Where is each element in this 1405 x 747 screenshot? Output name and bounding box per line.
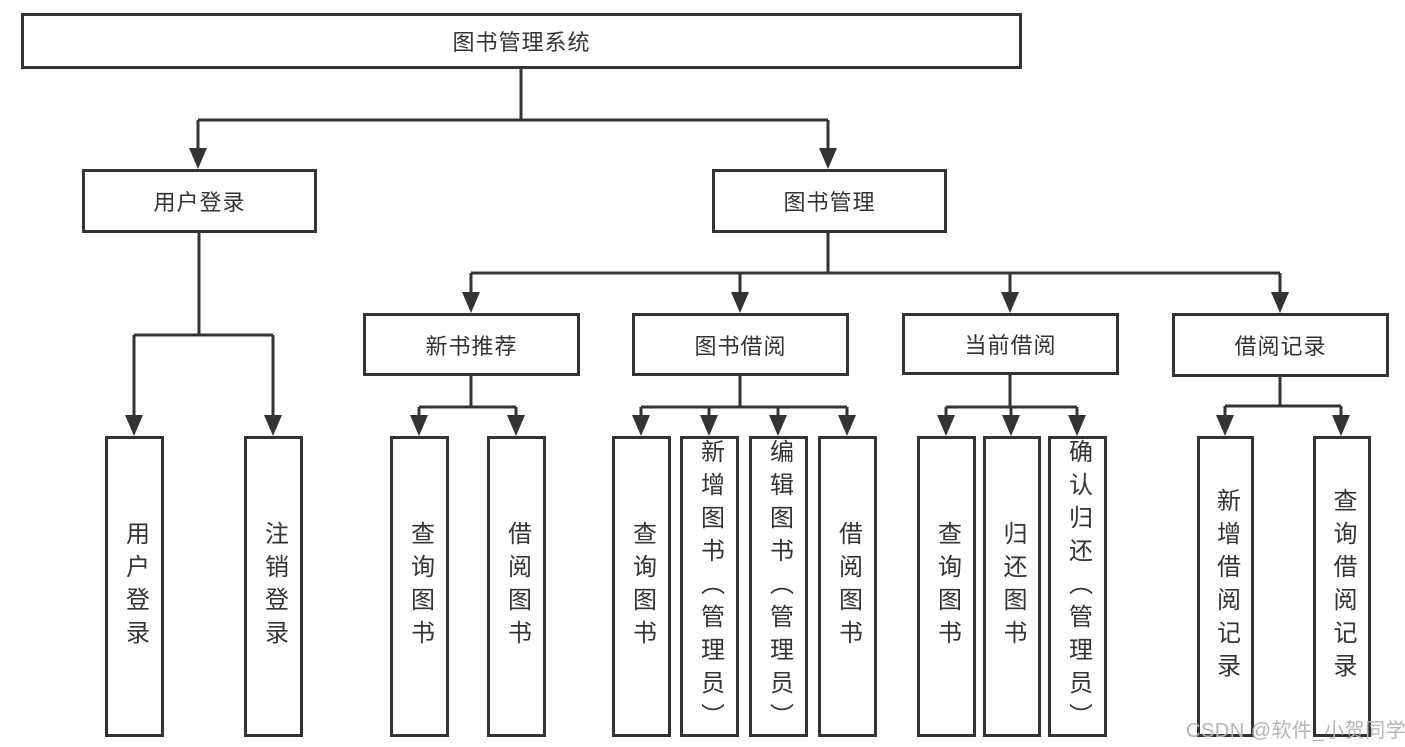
node-book-management: 图书管理 (712, 169, 947, 233)
leaf-user-login: 用户登录 (105, 436, 164, 737)
leaf-current-confirm-return-admin: 确认归还（管理员） (1048, 436, 1107, 737)
leaf-borrow-add-books-admin: 新增图书（管理员） (680, 436, 739, 737)
leaf-record-query: 查询借阅记录 (1313, 436, 1371, 737)
leaf-borrow-query-books: 查询图书 (612, 436, 671, 737)
node-root-system: 图书管理系统 (21, 13, 1022, 69)
node-borrow-records: 借阅记录 (1172, 313, 1389, 377)
leaf-borrow-edit-books-admin: 编辑图书（管理员） (749, 436, 808, 737)
node-user-login-branch: 用户登录 (82, 169, 317, 233)
leaf-record-add: 新增借阅记录 (1197, 436, 1254, 737)
node-current-borrowing: 当前借阅 (902, 313, 1119, 375)
leaf-logout: 注销登录 (244, 436, 303, 737)
leaf-new-query-books: 查询图书 (390, 436, 449, 737)
leaf-current-query-books: 查询图书 (917, 436, 976, 737)
csdn-watermark: CSDN @软件_小贺同学 (1186, 720, 1405, 742)
node-book-borrowing: 图书借阅 (632, 313, 849, 376)
leaf-current-return-books: 归还图书 (983, 436, 1041, 737)
leaf-borrow-borrow-books: 借阅图书 (818, 436, 877, 737)
leaf-new-borrow-books: 借阅图书 (487, 436, 546, 737)
node-new-book-recommend: 新书推荐 (363, 313, 580, 376)
